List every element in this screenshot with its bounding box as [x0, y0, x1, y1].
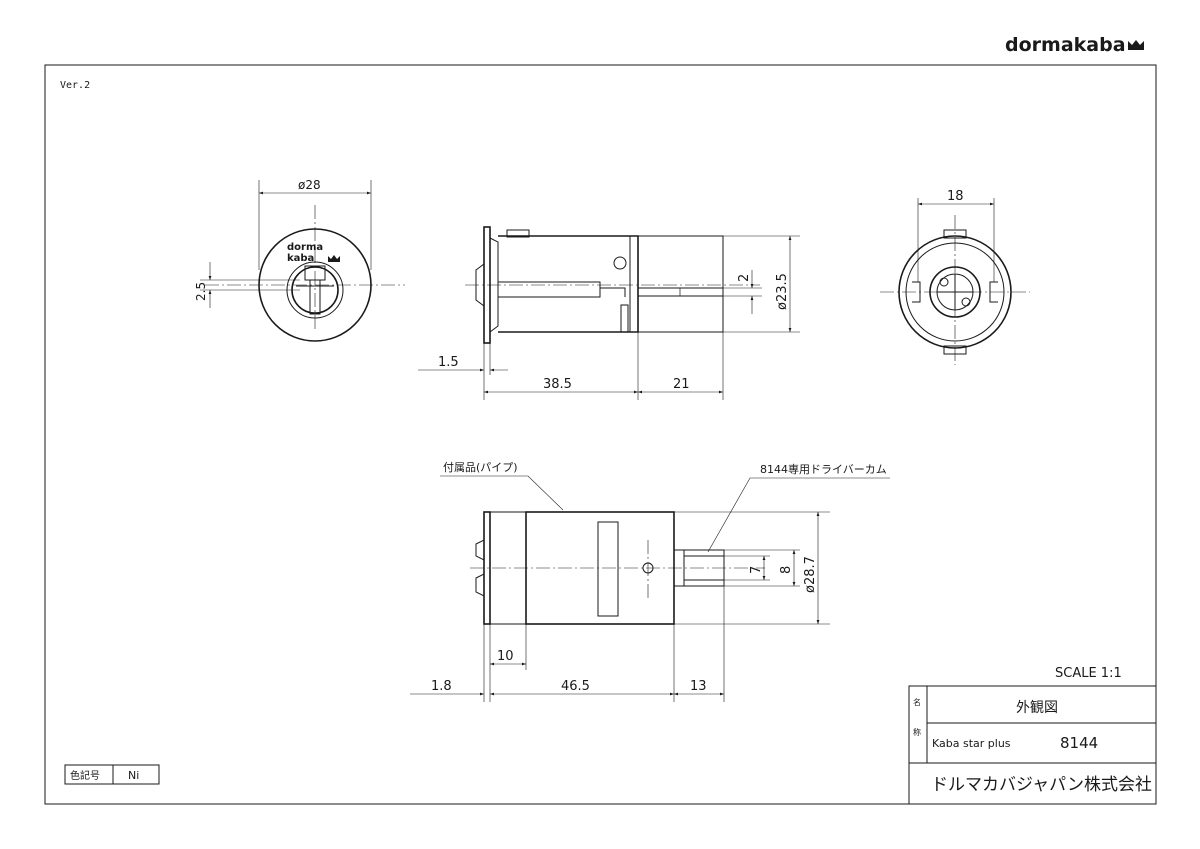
- front-dim-diameter: ø28: [298, 178, 321, 192]
- brand-crown-icon: [1128, 40, 1144, 50]
- bottom-dim-diameter: ø28.7: [803, 556, 818, 593]
- drawing-type: 外観図: [1016, 699, 1058, 716]
- bottom-dim-pipe: 10: [497, 649, 514, 664]
- side-dim-diameter: ø23.5: [775, 273, 790, 310]
- front-logo-line2: kaba: [287, 253, 314, 264]
- callout-cam-label: 8144専用ドライバーカム: [760, 463, 887, 476]
- front-view: dorma kaba ø28 2.5: [194, 178, 405, 342]
- company-name: ドルマカバジャパン株式会社: [931, 775, 1152, 795]
- title-block: SCALE 1:1 名 称 外観図 Kaba star plus 8144 ドル…: [908, 666, 1157, 805]
- name-label-2: 称: [913, 727, 921, 737]
- color-code-value: Ni: [128, 769, 139, 782]
- bottom-dim-cam-inner: 7: [749, 566, 764, 574]
- rear-dim-width: 18: [947, 189, 964, 204]
- bottom-view: 付属品(パイプ) 8144専用ドライバーカム ø28.7 8 7 10 1.8 …: [410, 461, 890, 702]
- brand-logo-text: dormakaba: [1005, 34, 1126, 56]
- version-label: Ver.2: [60, 80, 90, 91]
- side-dim-flange: 1.5: [438, 355, 459, 370]
- side-dim-body: 38.5: [543, 377, 572, 392]
- color-code-box: 色記号 Ni: [64, 764, 160, 785]
- bottom-dim-cam-outer: 8: [779, 566, 794, 574]
- callout-pipe-label: 付属品(パイプ): [443, 461, 518, 474]
- product-name: Kaba star plus: [932, 737, 1011, 750]
- side-dim-tail: 21: [673, 377, 690, 392]
- rear-view: 18: [880, 189, 1030, 365]
- name-label-1: 名: [913, 697, 921, 707]
- side-dim-tail-height: 2: [737, 274, 752, 282]
- front-logo-line1: dorma: [287, 242, 323, 253]
- scale-label: SCALE 1:1: [1055, 666, 1122, 681]
- front-dim-offset: 2.5: [194, 282, 208, 301]
- bottom-dim-body: 46.5: [561, 679, 590, 694]
- product-code: 8144: [1060, 734, 1098, 752]
- side-view: ø23.5 2 1.5 38.5 21: [418, 226, 800, 400]
- bottom-dim-flange: 1.8: [431, 679, 452, 694]
- drawing-border: [44, 64, 1157, 805]
- bottom-dim-tail: 13: [690, 679, 707, 694]
- front-crown-icon: [328, 255, 340, 262]
- color-code-label: 色記号: [70, 769, 100, 782]
